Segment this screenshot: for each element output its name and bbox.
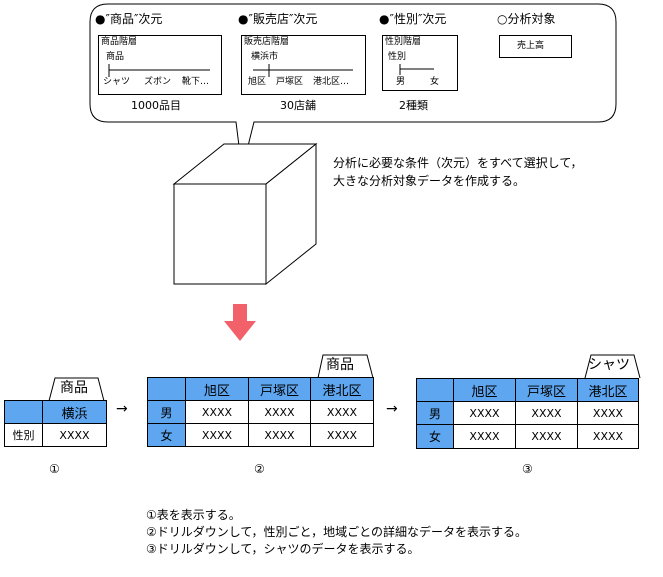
analysis-target-title: ○分析対象 bbox=[497, 12, 556, 26]
table3-corner bbox=[416, 378, 454, 402]
store-member: 港北区… bbox=[313, 77, 350, 87]
product-level-label: 商品 bbox=[106, 52, 125, 62]
table2-col-header: 港北区 bbox=[310, 377, 374, 401]
note-1: ①表を表示する。 bbox=[146, 508, 241, 522]
table2-tab bbox=[317, 354, 374, 379]
store-hierarchy-title: 販売店階層 bbox=[244, 37, 290, 47]
product-hierarchy-title: 商品階層 bbox=[101, 37, 138, 47]
table1-tab bbox=[48, 377, 105, 402]
table3-col-header: 戸塚区 bbox=[515, 378, 578, 402]
table3-cell: XXXX bbox=[515, 424, 578, 449]
sales-label: 売上高 bbox=[517, 41, 545, 51]
product-member: 靴下… bbox=[182, 77, 210, 87]
table3-row-header: 女 bbox=[416, 424, 454, 449]
product-hierarchy-box bbox=[98, 35, 222, 95]
table2-cell: XXXX bbox=[310, 423, 374, 447]
cube-caption-line2: 大きな分析対象データを作成する。 bbox=[333, 174, 526, 188]
table1-tab-label: 商品 bbox=[60, 380, 88, 396]
table3-cell: XXXX bbox=[577, 401, 639, 425]
gender-hierarchy-title: 性別階層 bbox=[385, 37, 422, 47]
table3-cell: XXXX bbox=[515, 401, 578, 425]
product-member: ズボン bbox=[144, 77, 172, 87]
sales-box bbox=[499, 35, 572, 58]
store-tree-lines bbox=[253, 64, 353, 77]
table3-col-header: 港北区 bbox=[577, 378, 639, 402]
table3-tab bbox=[584, 354, 641, 379]
gender-member: 女 bbox=[430, 77, 440, 87]
data-cube bbox=[172, 142, 318, 286]
table2-col-header: 戸塚区 bbox=[248, 377, 311, 401]
product-tree-lines bbox=[108, 64, 210, 77]
gender-dimension-title: ●″性別″次元 bbox=[379, 12, 447, 26]
table2-cell: XXXX bbox=[185, 423, 249, 447]
table1: 横浜 性別 XXXX bbox=[4, 400, 107, 447]
table3-cell: XXXX bbox=[453, 424, 516, 449]
table2-cell: XXXX bbox=[248, 423, 311, 447]
product-member: シャツ bbox=[103, 77, 131, 87]
gender-hierarchy-box bbox=[382, 35, 458, 91]
down-arrow-icon bbox=[224, 304, 256, 341]
gender-level-label: 性別 bbox=[388, 52, 407, 62]
store-dimension-title: ●″販売店″次元 bbox=[238, 12, 318, 26]
arrow-right-icon: → bbox=[386, 401, 398, 417]
product-dimension-title: ●″商品″次元 bbox=[95, 12, 163, 26]
table2-cell: XXXX bbox=[310, 400, 374, 424]
table3-col-header: 旭区 bbox=[453, 378, 516, 402]
table2-col-header: 旭区 bbox=[185, 377, 249, 401]
table1-number: ① bbox=[49, 462, 60, 476]
cube-caption-line1: 分析に必要な条件（次元）をすべて選択して， bbox=[333, 156, 583, 170]
store-hierarchy-box bbox=[241, 35, 366, 95]
table2-row-header: 女 bbox=[147, 423, 186, 447]
store-count: 30店舗 bbox=[280, 99, 316, 112]
table1-row-header: 性別 bbox=[4, 423, 43, 447]
gender-count: 2種類 bbox=[399, 99, 428, 112]
table1-corner bbox=[4, 400, 43, 424]
table2-corner bbox=[147, 377, 186, 401]
table3-cell: XXXX bbox=[577, 424, 639, 449]
table2-tab-label: 商品 bbox=[326, 357, 354, 373]
table3-cell: XXXX bbox=[453, 401, 516, 425]
table1-col-header: 横浜 bbox=[42, 400, 107, 424]
table3-row-header: 男 bbox=[416, 401, 454, 425]
product-count: 1000品目 bbox=[131, 99, 181, 112]
table2: 旭区 戸塚区 港北区 男 XXXX XXXX XXXX 女 XXXX XXXX … bbox=[147, 377, 374, 447]
table1-cell: XXXX bbox=[42, 423, 107, 447]
note-2: ②ドリルダウンして，性別ごと，地域ごとの詳細なデータを表示する。 bbox=[146, 525, 527, 539]
arrow-right-icon: → bbox=[116, 401, 128, 417]
table2-number: ② bbox=[254, 462, 265, 476]
store-member: 戸塚区 bbox=[276, 77, 304, 87]
gender-member: 男 bbox=[396, 77, 406, 87]
note-3: ③ドリルダウンして，シャツのデータを表示する。 bbox=[146, 542, 420, 556]
store-member: 旭区 bbox=[248, 77, 267, 87]
table2-cell: XXXX bbox=[248, 400, 311, 424]
store-level-label: 横浜市 bbox=[251, 52, 279, 62]
table3-number: ③ bbox=[522, 462, 533, 476]
gender-tree-lines bbox=[399, 64, 434, 75]
table3-tab-label: シャツ bbox=[588, 357, 630, 373]
table2-cell: XXXX bbox=[185, 400, 249, 424]
table2-row-header: 男 bbox=[147, 400, 186, 424]
table3: 旭区 戸塚区 港北区 男 XXXX XXXX XXXX 女 XXXX XXXX … bbox=[416, 378, 639, 449]
